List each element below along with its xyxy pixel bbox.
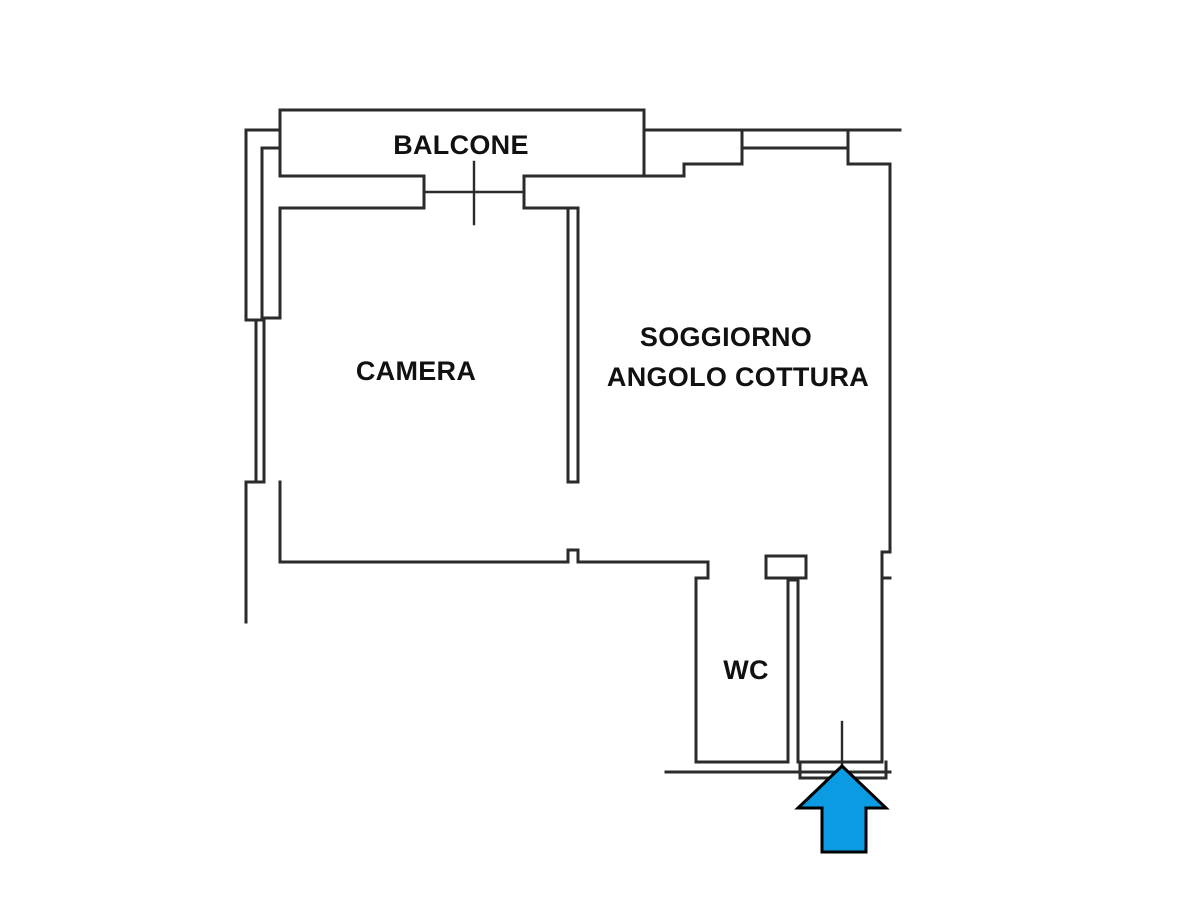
window-camera-left	[244, 318, 266, 484]
walls	[244, 108, 902, 780]
room-label-wc: WC	[723, 655, 769, 685]
exterior-wall-top-left	[244, 128, 282, 320]
room-label-soggiorno: SOGGIORNO	[640, 322, 812, 352]
room-label-angolo-cottura: ANGOLO COTTURA	[607, 362, 869, 392]
up-arrow-icon	[794, 763, 890, 854]
room-label-balcone: BALCONE	[393, 130, 529, 160]
room-label-camera: CAMERA	[356, 356, 476, 386]
wall-stub-block	[764, 554, 808, 580]
interior-wall-bottom	[278, 480, 884, 764]
entrance-threshold	[664, 760, 892, 780]
partition-wall	[566, 206, 580, 484]
exterior-wall-top-right	[642, 128, 902, 580]
room-labels: BALCONE CAMERA SOGGIORNO ANGOLO COTTURA …	[356, 130, 869, 685]
balcone-door	[422, 160, 526, 226]
